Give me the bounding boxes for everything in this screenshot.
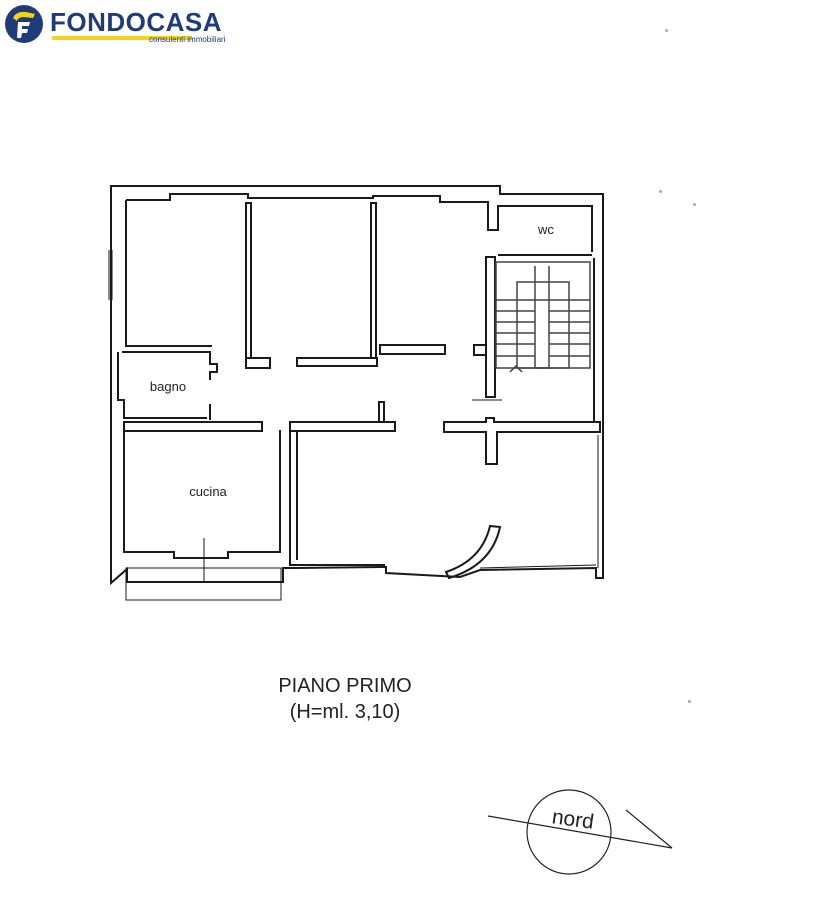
staircase (495, 261, 591, 373)
floor-height: (H=ml. 3,10) (289, 701, 401, 723)
compass-label: nord (550, 805, 595, 834)
room-label-wc: wc (537, 222, 554, 237)
scan-speck (693, 203, 696, 206)
room-label-cucina: cucina (189, 484, 227, 499)
compass-arrow-shaft (487, 815, 673, 849)
windows (108, 250, 599, 601)
scan-speck (659, 190, 662, 193)
compass-circle (526, 789, 612, 875)
exterior-walls (110, 185, 604, 586)
fondocasa-logo: FONDOCASA consulenti immobiliari (4, 4, 234, 48)
compass-arrow-head (625, 809, 673, 849)
floor-title: PIANO PRIMO (H=ml. 3,10) (230, 673, 460, 725)
logo-name: FONDOCASA (50, 7, 223, 37)
north-compass (487, 789, 673, 875)
logo-tagline: consulenti immobiliari (149, 35, 226, 44)
scan-speck (688, 700, 691, 703)
room-label-bagno: bagno (150, 379, 186, 394)
floor-name: PIANO PRIMO (278, 675, 412, 697)
interior-walls (122, 202, 601, 566)
scan-speck (665, 29, 668, 32)
curved-wall (444, 524, 502, 580)
logo-accent-bar (52, 36, 192, 40)
fondocasa-logo-icon (5, 5, 43, 43)
